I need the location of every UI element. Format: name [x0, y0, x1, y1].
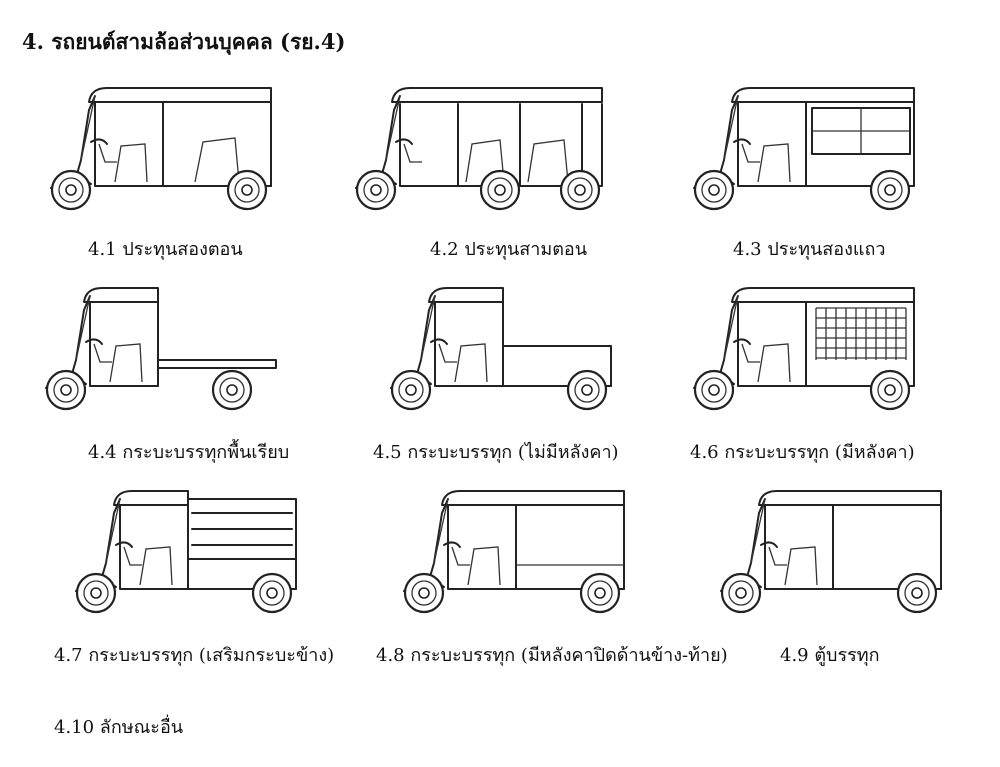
- body-bottom: [737, 301, 915, 387]
- tuk-tuk-two-section-icon: [50, 87, 272, 211]
- tuk-tuk-three-section-icon: [355, 87, 603, 211]
- roof: [731, 287, 915, 303]
- body-bottom: [447, 504, 625, 590]
- roof: [441, 490, 625, 506]
- vehicle-caption: 4.9 ตู้บรรทุก: [780, 645, 880, 666]
- roof: [758, 490, 942, 506]
- roof: [113, 490, 189, 506]
- handlebar: [733, 138, 751, 145]
- roof: [391, 87, 603, 103]
- flat-deck: [157, 359, 277, 369]
- vehicle-caption: 4.6 กระบะบรรทุก (มีหลังคา): [690, 442, 915, 463]
- seat: [527, 139, 569, 183]
- body-bottom: [94, 101, 272, 187]
- tuk-tuk-pickup-open-icon: [390, 287, 612, 411]
- cab-frame: [89, 301, 159, 387]
- seat: [467, 546, 501, 586]
- handlebar: [395, 138, 413, 145]
- tuk-tuk-flatbed-icon: [45, 287, 277, 411]
- handlebar: [443, 541, 461, 548]
- seat: [114, 143, 148, 183]
- roof: [428, 287, 504, 303]
- body-bottom: [119, 504, 297, 590]
- body-bottom: [737, 101, 915, 187]
- cargo-bed: [502, 345, 612, 387]
- tuk-tuk-pickup-enclosed-icon: [403, 490, 625, 614]
- tuk-tuk-two-row-icon: [693, 87, 915, 211]
- footer-item-4-10: 4.10 ลักษณะอื่น: [54, 717, 184, 738]
- handlebar: [430, 338, 448, 345]
- tuk-tuk-box-icon: [720, 490, 942, 614]
- vehicle-caption: 4.4 กระบะบรรทุกพื้นเรียบ: [88, 442, 290, 463]
- vehicle-caption: 4.1 ประทุนสองตอน: [88, 239, 243, 260]
- handlebar: [85, 338, 103, 345]
- seat: [465, 139, 505, 183]
- roof: [731, 87, 915, 103]
- seat: [454, 343, 488, 383]
- seat: [139, 546, 173, 586]
- vehicle-caption: 4.7 กระบะบรรทุก (เสริมกระบะข้าง): [54, 645, 335, 666]
- body-bottom: [764, 504, 942, 590]
- seat: [784, 546, 818, 586]
- roof: [88, 87, 272, 103]
- handlebar: [90, 138, 108, 145]
- body-bottom: [434, 301, 612, 387]
- vehicle-caption: 4.5 กระบะบรรทุก (ไม่มีหลังคา): [373, 442, 619, 463]
- rear-seat: [194, 137, 240, 183]
- tuk-tuk-pickup-roof-icon: [693, 287, 915, 411]
- seat: [757, 343, 791, 383]
- seat: [109, 343, 143, 383]
- roof: [83, 287, 159, 303]
- page-heading: 4. รถยนต์สามล้อส่วนบุคคล (รย.4): [22, 29, 346, 54]
- handlebar: [760, 541, 778, 548]
- vehicle-caption: 4.8 กระบะบรรทุก (มีหลังคาปิดด้านข้าง-ท้า…: [376, 645, 728, 666]
- handlebar: [733, 338, 751, 345]
- tuk-tuk-pickup-rails-icon: [75, 490, 297, 614]
- vehicle-caption: 4.2 ประทุนสามตอน: [430, 239, 588, 260]
- seat: [757, 143, 791, 183]
- vehicle-caption: 4.3 ประทุนสองแถว: [733, 239, 886, 260]
- handlebar: [115, 541, 133, 548]
